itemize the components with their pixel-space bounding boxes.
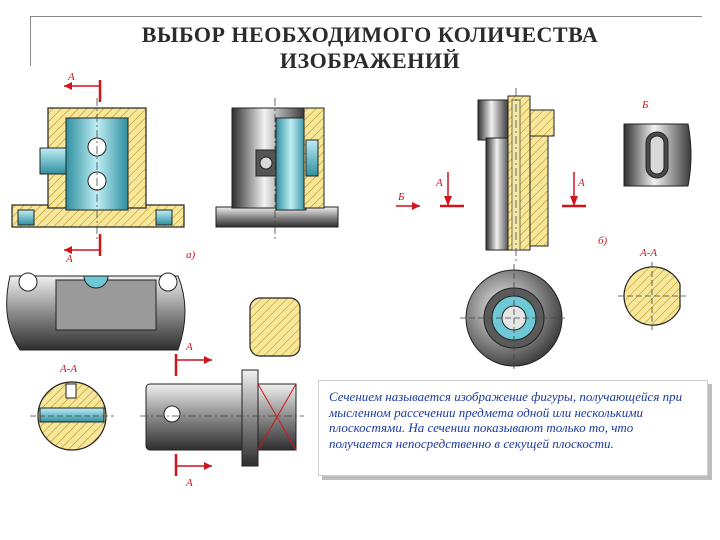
label-b-view: Б [641, 99, 649, 111]
section-aa-right [618, 262, 686, 330]
section-arrow-right [562, 172, 586, 208]
page-title: ВЫБОР НЕОБХОДИМОГО КОЛИЧЕСТВА ИЗОБРАЖЕНИ… [40, 22, 700, 74]
label-a-right-mid: A [577, 177, 585, 189]
definition-text: Сечением называется изображение фигуры, … [329, 389, 683, 451]
section-aa-left [30, 381, 114, 451]
label-aa-right: А-А [639, 247, 657, 259]
part-b-shaft-section [477, 88, 555, 262]
part-a-bottom-view [6, 272, 186, 351]
part-a-side-view [215, 98, 339, 240]
label-b-small: Б [397, 191, 405, 203]
definition-box: Сечением называется изображение фигуры, … [318, 380, 708, 476]
label-aa-left: А-А [59, 363, 77, 375]
section-arrow-top [64, 80, 102, 102]
disc-view [460, 264, 568, 372]
label-a-shaft-top: A [185, 341, 193, 353]
view-b-slot [623, 123, 692, 187]
title-line-1: ВЫБОР НЕОБХОДИМОГО КОЛИЧЕСТВА [141, 22, 599, 47]
title-line-2: ИЗОБРАЖЕНИЙ [279, 48, 461, 73]
frame-top-line [30, 16, 702, 17]
section-arrow-bottom [64, 234, 102, 256]
label-fig-b: б) [598, 235, 608, 247]
square-section [249, 297, 301, 357]
shaft-part [140, 369, 304, 467]
frame-left-line [30, 16, 31, 66]
label-a-bottom: A [65, 253, 73, 265]
section-arrow-shaft-bottom [174, 454, 212, 476]
label-a-shaft-bottom: A [185, 477, 193, 489]
label-a-left-mid: A [435, 177, 443, 189]
label-a-top: A [67, 71, 75, 83]
label-fig-a: а) [186, 249, 196, 261]
section-arrow-shaft-top [174, 354, 212, 376]
part-a-section [11, 98, 185, 240]
section-arrow-left [396, 172, 464, 210]
